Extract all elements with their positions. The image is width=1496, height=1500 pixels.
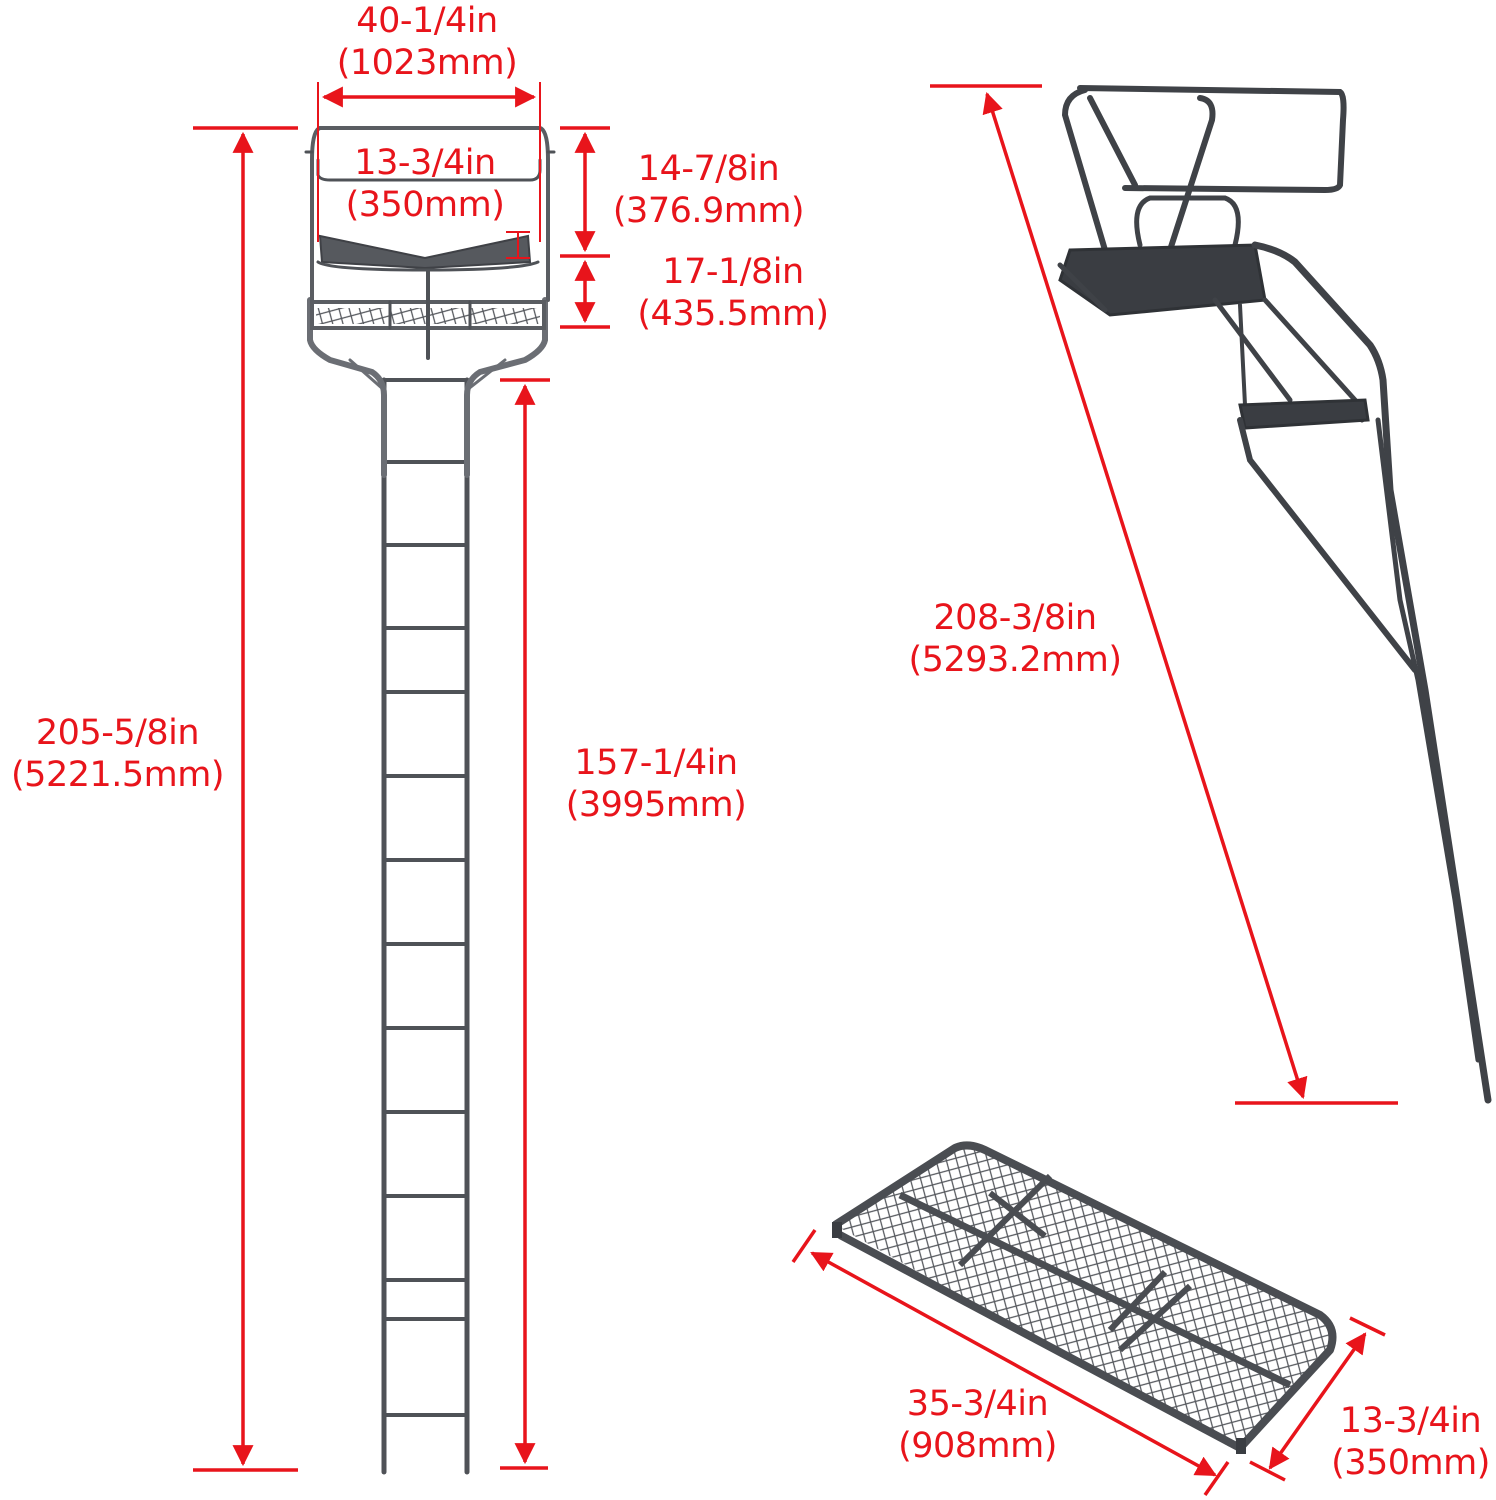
front-dimension-lines [193, 82, 610, 1472]
front-view-ladder-stand [304, 126, 556, 1475]
seat-to-platform-label: 17-1/8in (435.5mm) [628, 251, 838, 335]
platform-dimension-lines [791, 1229, 1386, 1497]
seat-to-platform-imperial: 17-1/8in [662, 252, 804, 292]
platform-height-imperial: 157-1/4in [574, 743, 738, 783]
seat-to-platform-metric: (435.5mm) [637, 294, 829, 334]
overall-height-metric: (5221.5mm) [11, 755, 224, 795]
seat-depth-imperial: 13-3/4in [354, 143, 496, 183]
side-dimension-lines [930, 84, 1398, 1105]
side-view-ladder-stand [1057, 85, 1492, 1104]
overall-width-label: 40-1/4in (1023mm) [322, 0, 532, 84]
platform-length-metric: (908mm) [898, 1426, 1057, 1466]
diagonal-length-metric: (5293.2mm) [908, 640, 1122, 680]
seat-depth-metric: (350mm) [345, 185, 505, 225]
platform-width-imperial: 13-3/4in [1339, 1401, 1482, 1441]
ladder-rungs [382, 378, 469, 1417]
backrest-height-label: 14-7/8in (376.9mm) [606, 148, 811, 232]
platform-length-label: 35-3/4in (908mm) [895, 1383, 1060, 1467]
platform-width-label: 13-3/4in (350mm) [1328, 1400, 1493, 1484]
diagonal-length-label: 208-3/8in (5293.2mm) [890, 597, 1140, 681]
platform-length-imperial: 35-3/4in [906, 1384, 1049, 1424]
platform-height-metric: (3995mm) [565, 785, 747, 825]
overall-width-metric: (1023mm) [336, 43, 518, 83]
overall-width-imperial: 40-1/4in [356, 1, 498, 41]
diagonal-length-imperial: 208-3/8in [933, 598, 1097, 638]
overall-height-imperial: 205-5/8in [35, 713, 200, 753]
seat-depth-label: 13-3/4in (350mm) [330, 142, 520, 226]
platform-width-metric: (350mm) [1331, 1443, 1490, 1483]
backrest-height-metric: (376.9mm) [612, 191, 805, 231]
platform-height-label: 157-1/4in (3995mm) [552, 742, 760, 826]
overall-height-label: 205-5/8in (5221.5mm) [0, 712, 235, 796]
backrest-height-imperial: 14-7/8in [637, 149, 780, 189]
